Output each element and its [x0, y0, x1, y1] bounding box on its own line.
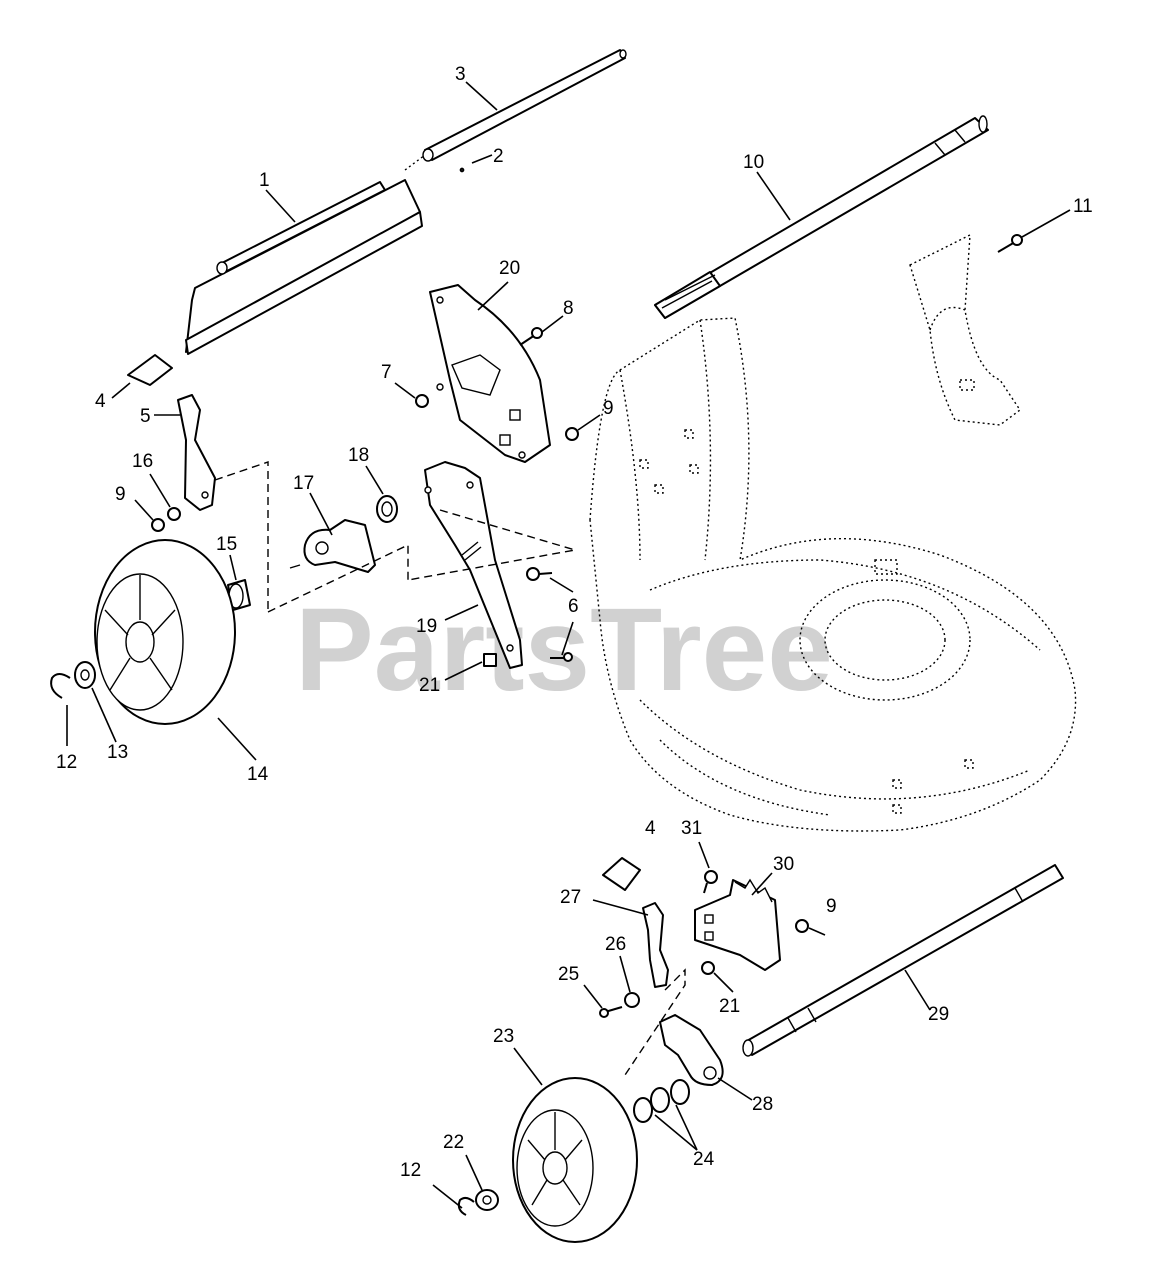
callout-18: 18 — [348, 445, 369, 466]
callout-9-lower: 9 — [826, 896, 837, 917]
callout-8: 8 — [563, 298, 574, 319]
bolt-11[interactable] — [997, 234, 1023, 253]
bolt-31[interactable] — [703, 870, 718, 894]
callout-4-lower: 4 — [645, 818, 656, 839]
height-plate-30[interactable] — [694, 878, 781, 971]
bolt-25[interactable] — [599, 1006, 623, 1018]
bushing-15[interactable] — [227, 579, 251, 611]
callout-17: 17 — [293, 473, 314, 494]
nut-9-lower[interactable] — [795, 919, 809, 933]
bearing[interactable] — [376, 495, 398, 523]
leader-lines — [66, 81, 1071, 1209]
callout-22: 22 — [443, 1132, 464, 1153]
callout-10: 10 — [743, 152, 764, 173]
callout-7: 7 — [381, 362, 392, 383]
retaining-clip-lower[interactable] — [457, 1196, 475, 1216]
spacer-16[interactable] — [167, 507, 181, 521]
front-axle[interactable] — [742, 864, 1064, 1057]
callout-28: 28 — [752, 1094, 773, 1115]
washer-22[interactable] — [475, 1189, 499, 1211]
callout-21-lower: 21 — [719, 996, 740, 1017]
callout-29: 29 — [928, 1004, 949, 1025]
front-wheel[interactable] — [512, 1077, 638, 1243]
lever-knob-upper[interactable] — [127, 354, 173, 386]
callout-3: 3 — [455, 64, 466, 85]
retaining-clip-upper[interactable] — [50, 673, 71, 699]
callout-19: 19 — [416, 616, 437, 637]
cotter-pin[interactable] — [459, 167, 465, 173]
nut-9-upper[interactable] — [565, 427, 579, 441]
nut-21-lower[interactable] — [701, 961, 715, 975]
axle-shaft[interactable] — [654, 115, 989, 319]
callout-25: 25 — [558, 964, 579, 985]
shoulder-bolt-6-lower[interactable] — [550, 652, 573, 662]
callout-27: 27 — [560, 887, 581, 908]
spacer-26[interactable] — [624, 992, 640, 1008]
shoulder-bolt-6-upper[interactable] — [526, 567, 553, 581]
nut-9-left[interactable] — [151, 518, 165, 532]
lever-27[interactable] — [642, 902, 669, 988]
callout-16: 16 — [132, 451, 153, 472]
callout-31: 31 — [681, 818, 702, 839]
pivot-arm-28[interactable] — [659, 1014, 724, 1086]
handle-bracket-outline — [909, 233, 1021, 426]
callout-2: 2 — [493, 146, 504, 167]
bolt-8[interactable] — [519, 327, 543, 346]
callout-12-lower: 12 — [400, 1160, 421, 1181]
mounting-plate[interactable] — [429, 284, 551, 463]
assembly-guide-28 — [624, 968, 686, 1076]
height-lever-plate[interactable] — [424, 461, 523, 669]
pivot-rod[interactable] — [404, 49, 627, 171]
lever-knob-lower[interactable] — [602, 857, 641, 891]
callout-labels: 1 2 3 4 4 5 6 7 8 9 9 9 10 11 12 12 13 1… — [56, 64, 1093, 1181]
washers-24[interactable] — [633, 1079, 690, 1123]
callout-14: 14 — [247, 764, 269, 785]
nut-7[interactable] — [415, 394, 429, 408]
callout-26: 26 — [605, 934, 626, 955]
assembly-guide-19 — [407, 509, 576, 581]
assembly-guide-5 — [214, 461, 269, 612]
callout-1: 1 — [259, 170, 270, 191]
callout-11: 11 — [1073, 196, 1093, 217]
washer-13[interactable] — [74, 661, 96, 689]
callout-20: 20 — [499, 258, 520, 279]
callout-4-upper: 4 — [95, 391, 106, 412]
rear-flap[interactable] — [185, 179, 423, 355]
pivot-arm[interactable] — [289, 519, 376, 573]
callout-13: 13 — [107, 742, 128, 763]
callout-6: 6 — [568, 596, 579, 617]
callout-24: 24 — [693, 1149, 715, 1170]
callout-21-upper: 21 — [419, 675, 440, 696]
callout-23: 23 — [493, 1026, 514, 1047]
callout-5: 5 — [140, 406, 151, 427]
callout-12-upper: 12 — [56, 752, 77, 773]
mower-deck-outline — [589, 317, 1077, 832]
callout-15: 15 — [216, 534, 237, 555]
callout-30: 30 — [773, 854, 794, 875]
callout-9-left: 9 — [115, 484, 126, 505]
callout-9-upper: 9 — [603, 398, 614, 419]
rear-wheel[interactable] — [94, 539, 236, 725]
nut-21-upper[interactable] — [483, 653, 497, 667]
lever-5[interactable] — [177, 394, 216, 511]
